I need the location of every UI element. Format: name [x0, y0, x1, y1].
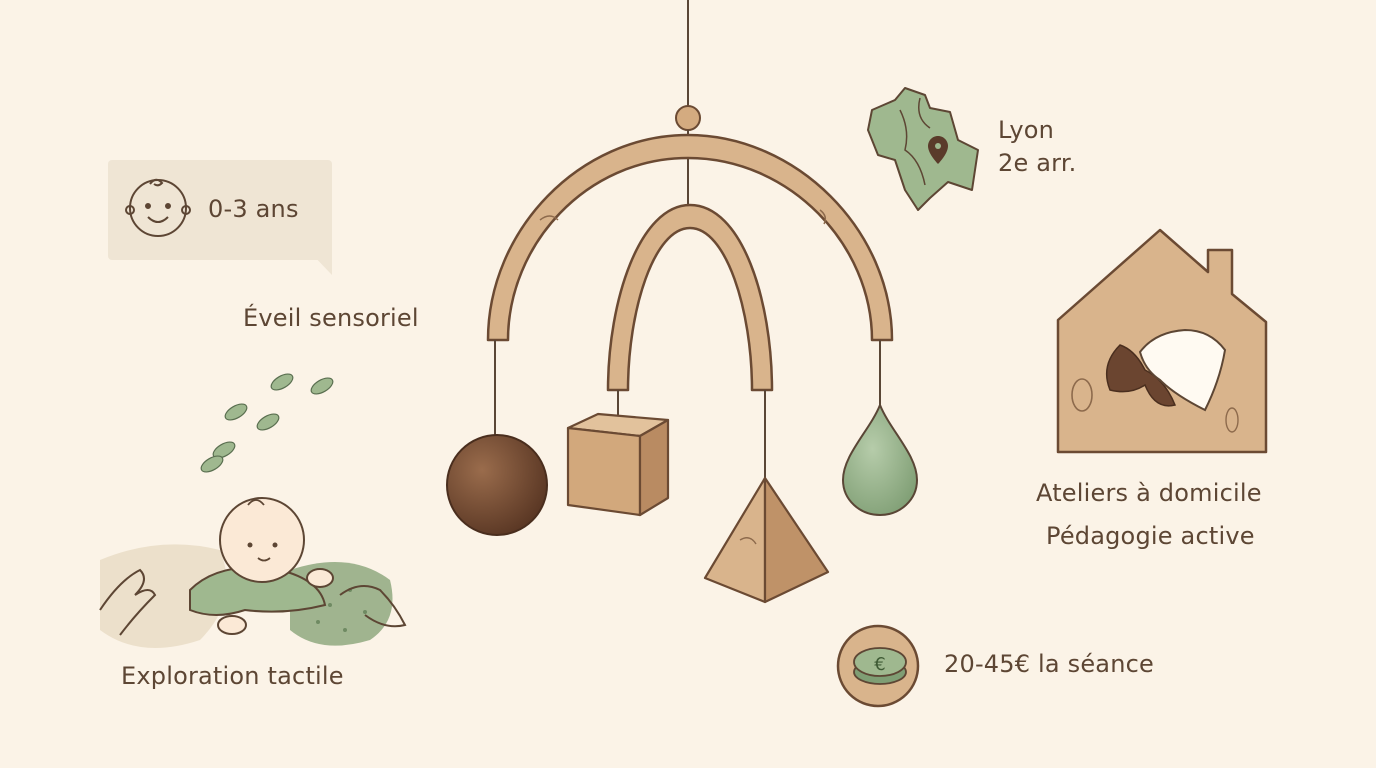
- age-label: 0-3 ans: [208, 195, 299, 223]
- tactile-label: Exploration tactile: [121, 662, 344, 690]
- lyon-map-icon: [867, 87, 979, 211]
- crawling-baby-illustration: [99, 497, 407, 648]
- workshops-label: Ateliers à domicile: [1036, 479, 1262, 507]
- pedagogy-label: Pédagogie active: [1046, 522, 1255, 550]
- coin-symbol: €: [874, 654, 885, 675]
- location-pin-icon: [928, 136, 948, 164]
- house-wood-icon: [1056, 228, 1268, 454]
- location-district-label: 2e arr.: [998, 149, 1077, 177]
- sensory-label: Éveil sensoriel: [243, 304, 419, 332]
- baby-face-icon: [125, 178, 191, 237]
- price-label: 20-45€ la séance: [944, 650, 1154, 678]
- location-city-label: Lyon: [998, 116, 1055, 144]
- footprints-icon: [200, 373, 334, 473]
- hand-icon: [1138, 328, 1227, 412]
- wooden-mobile-illustration: [446, 0, 919, 604]
- coin-euro-icon: €: [836, 624, 920, 708]
